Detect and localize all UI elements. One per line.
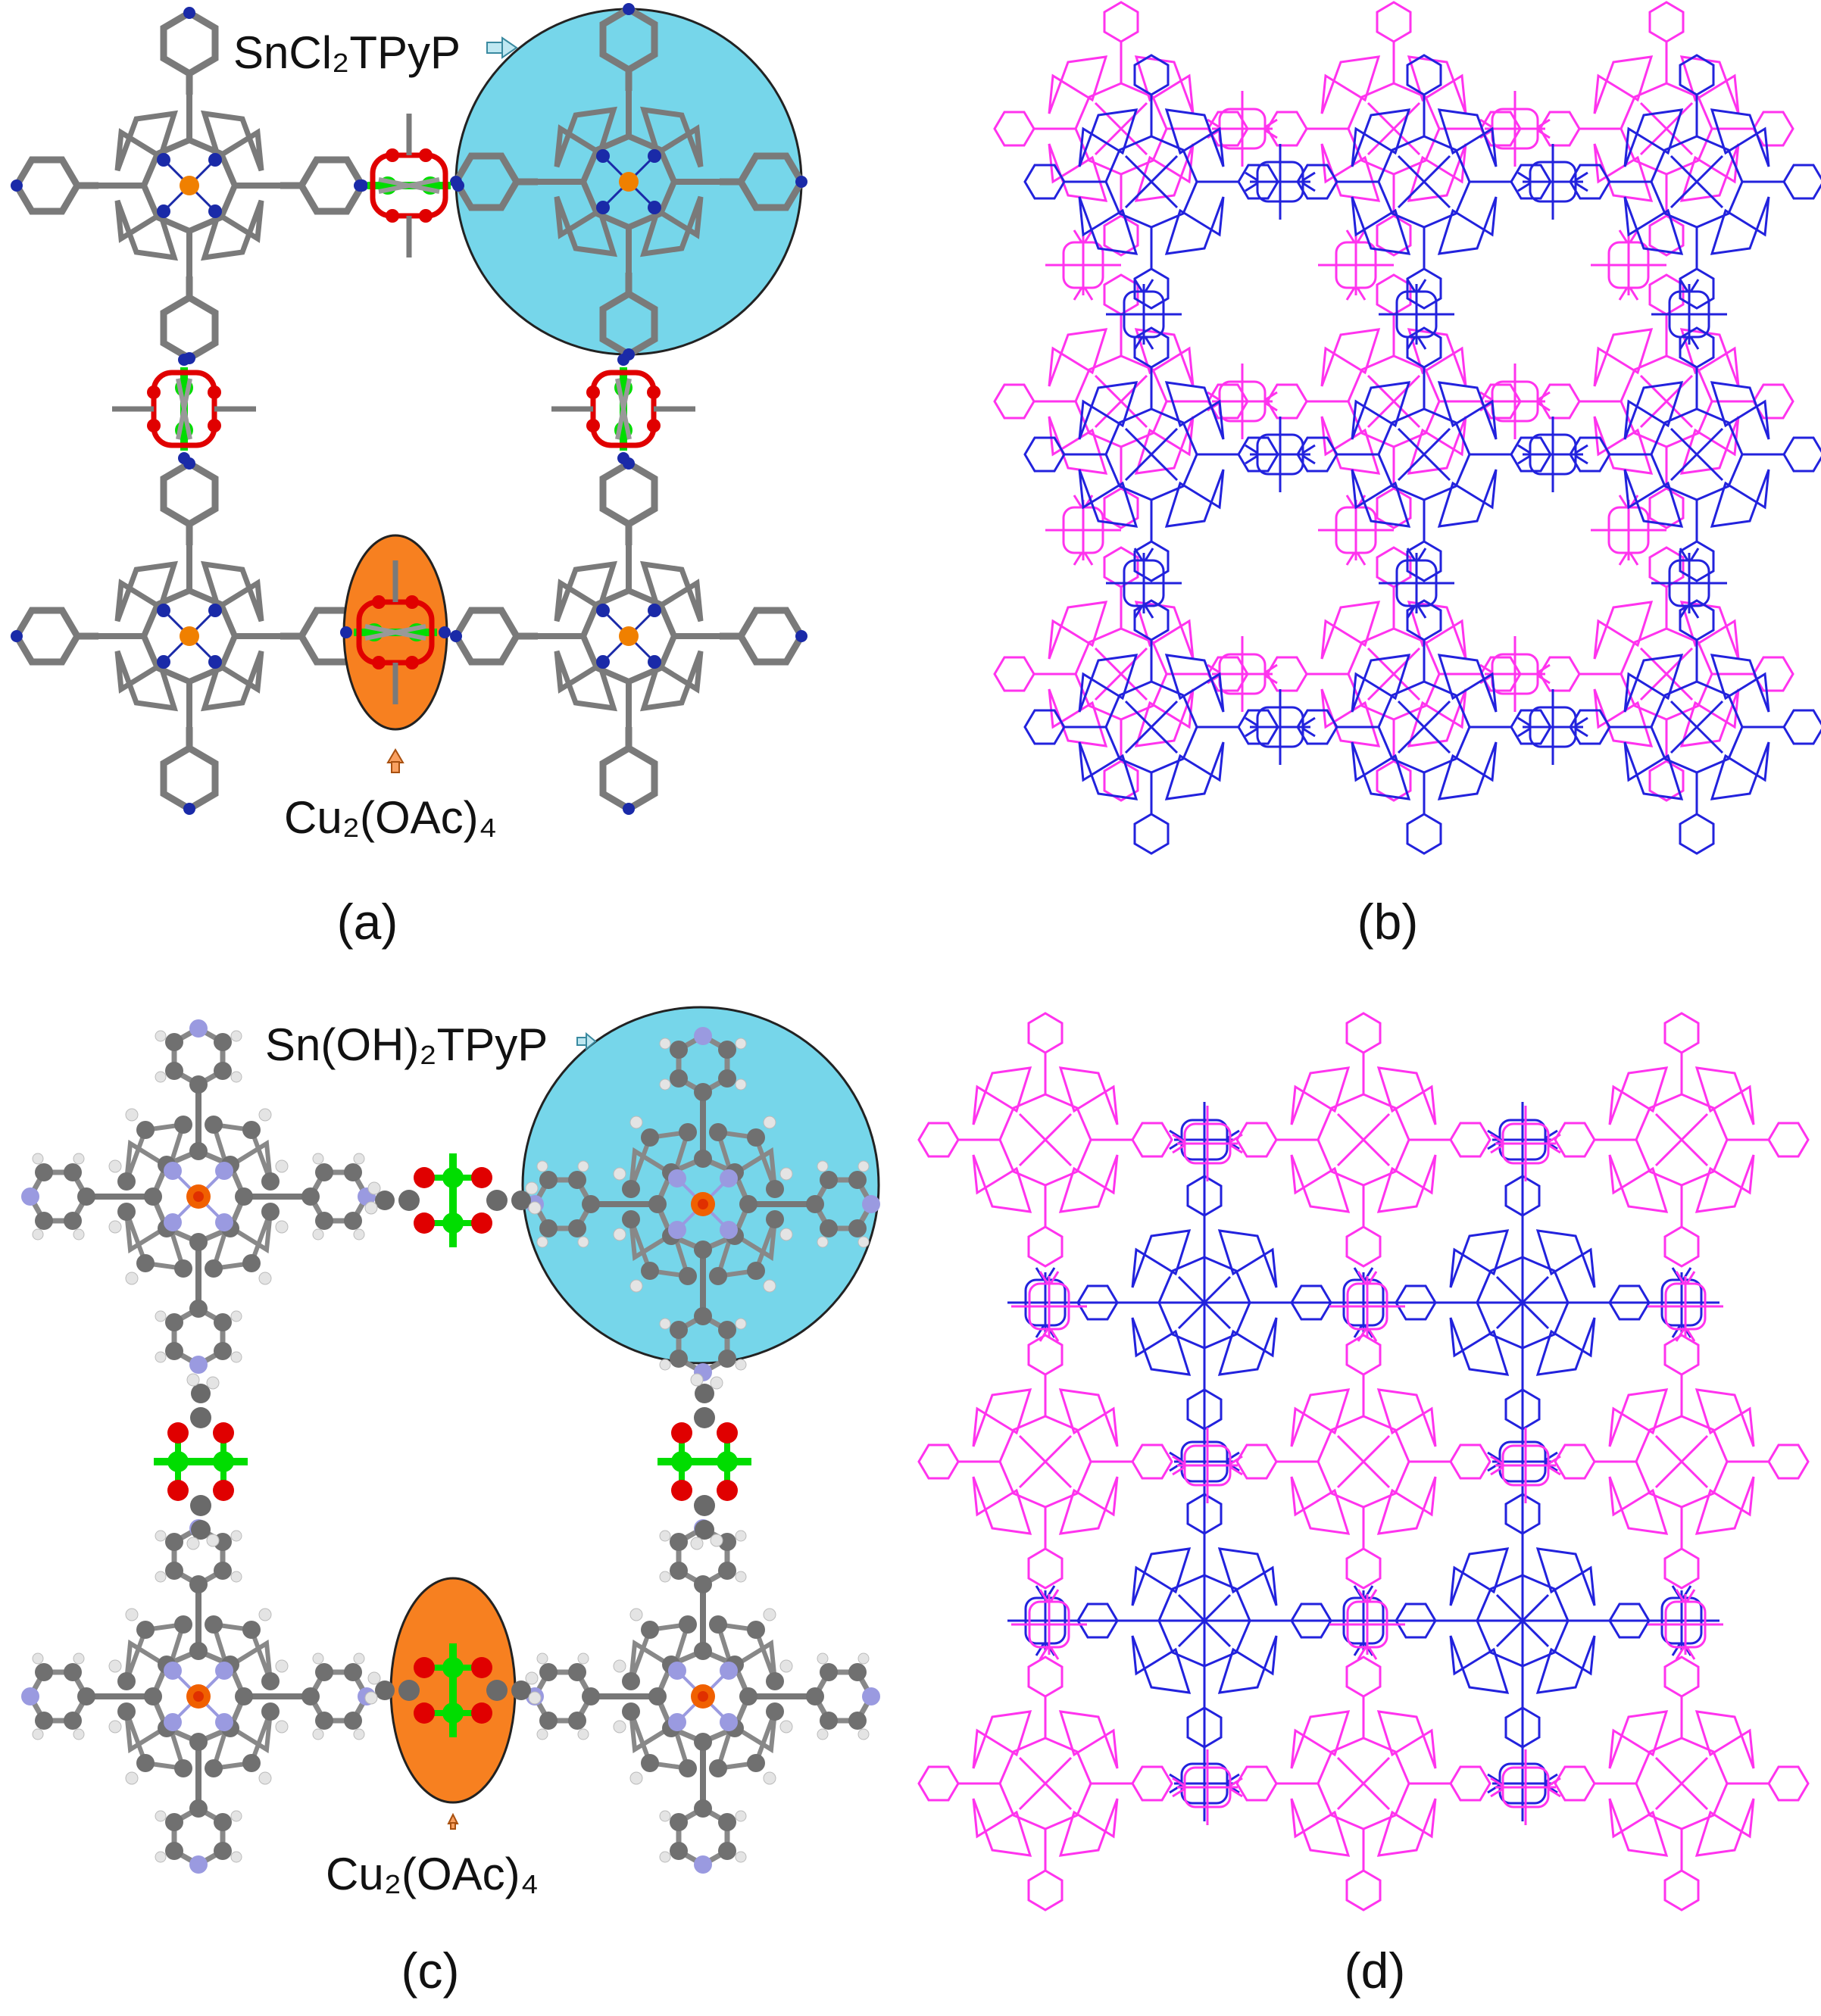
panel-label-d: (d) xyxy=(1345,1943,1406,1999)
porphyrin-label: Sn(OH)₂TPyP xyxy=(265,1019,548,1070)
paddlewheel-label: Cu₂(OAc)₄ xyxy=(284,792,497,843)
paddlewheel-unit xyxy=(112,354,256,464)
arrow-up-icon xyxy=(386,748,404,773)
paddlewheel-unit xyxy=(354,114,464,257)
porphyrin-highlight-circle xyxy=(521,1006,880,1365)
paddlewheel-unit xyxy=(365,1153,541,1247)
paddlewheel-label: Cu₂(OAc)₄ xyxy=(326,1849,539,1899)
panel-a: SnCl₂TPyP Cu₂(OAc)₄ (a) xyxy=(11,3,807,950)
porphyrin-unit xyxy=(450,457,807,815)
paddlewheel-unit-highlighted xyxy=(365,1643,541,1737)
porphyrin-unit xyxy=(11,457,368,815)
porphyrin-unit xyxy=(21,1019,376,1374)
arrow-right-icon xyxy=(576,1031,597,1051)
porphyrin-label: SnCl₂TPyP xyxy=(233,27,461,78)
panel-label-a: (a) xyxy=(337,894,398,950)
panel-label-b: (b) xyxy=(1357,894,1419,950)
panel-b: (b) xyxy=(993,1,1821,950)
panel-d: (d) xyxy=(917,1012,1810,1999)
blue-network xyxy=(1023,54,1821,855)
paddlewheel-unit xyxy=(154,1374,248,1549)
arrow-up-icon xyxy=(447,1812,459,1830)
arrow-right-icon xyxy=(486,36,518,59)
paddlewheel-unit xyxy=(551,354,695,464)
porphyrin-unit xyxy=(526,1519,880,1874)
magenta-network xyxy=(917,1012,1810,1911)
paddlewheel-unit xyxy=(657,1374,751,1549)
porphyrin-unit xyxy=(21,1519,376,1874)
panel-c: Sn(OH)₂TPyP Cu₂(OAc)₄ (c) xyxy=(21,1006,880,1999)
panel-label-c: (c) xyxy=(401,1943,460,1999)
